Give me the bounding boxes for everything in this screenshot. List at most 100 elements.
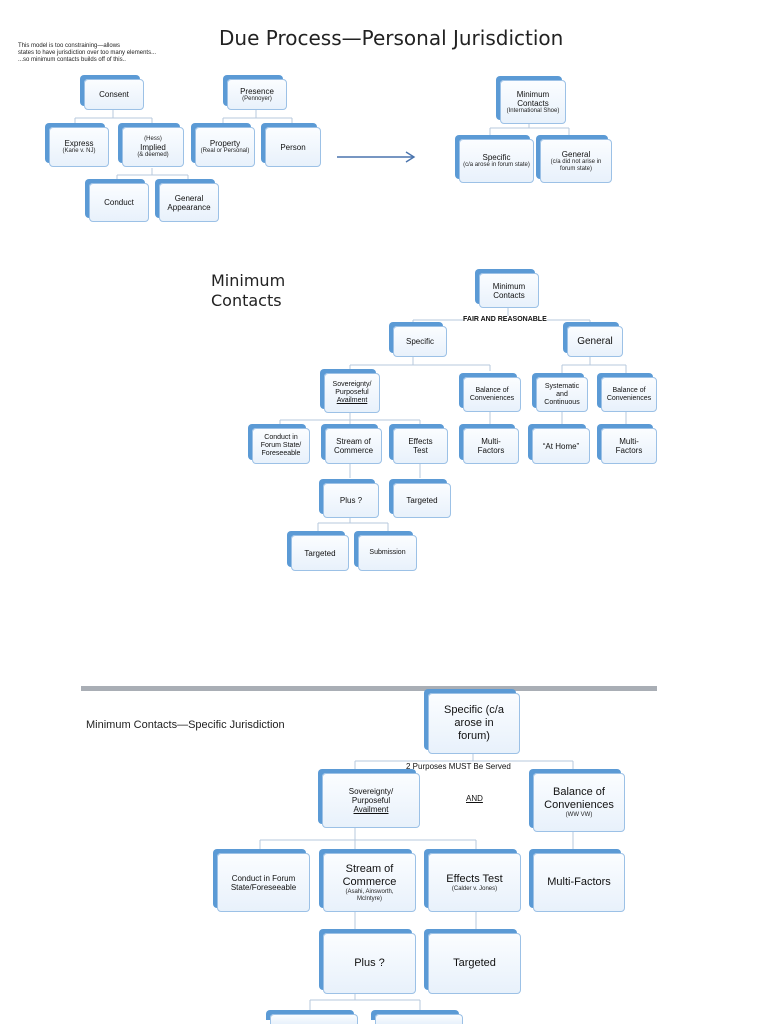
- box-implied: (Hess) Implied (& deemed): [122, 127, 184, 167]
- box-stream-commerce: Stream of Commerce (Asahi, Ainsworth, Mc…: [323, 853, 416, 912]
- box-label: Purposeful: [335, 389, 369, 396]
- box-general-appearance: General Appearance: [159, 183, 219, 222]
- box-label: Availment: [336, 397, 368, 404]
- box-label: Factors: [615, 446, 643, 455]
- box-label: Contacts: [493, 290, 525, 300]
- fair-reasonable-label: FAIR AND REASONABLE: [463, 316, 547, 323]
- box-partial-left: [270, 1014, 358, 1024]
- box-sublabel: McIntyre): [356, 895, 382, 902]
- box-property: Property (Real or Personal): [195, 127, 255, 167]
- box-sublabel: (Kane v. NJ): [62, 148, 96, 154]
- box-effects-test: Effects Test: [393, 428, 448, 464]
- box-conduct-forum: Conduct in Forum State/ Foreseeable: [252, 428, 310, 464]
- box-label: Multi-Factors: [547, 876, 611, 888]
- note-line: ...so minimum contacts builds off of thi…: [18, 57, 126, 63]
- box-label: Person: [280, 142, 306, 152]
- box-label: Property: [209, 139, 241, 148]
- box-sublabel: (c/a arose in forum state): [463, 162, 530, 168]
- section-title-line: Contacts: [211, 291, 282, 310]
- box-effects-test: Effects Test (Calder v. Jones): [428, 853, 521, 912]
- box-label: Specific: [405, 337, 434, 346]
- and-label: AND: [466, 794, 483, 803]
- box-label: Balance of: [553, 786, 605, 798]
- box-label: Submission: [369, 549, 406, 556]
- box-balance: Balance of Conveniences (WW VW): [533, 773, 625, 832]
- box-label: Balance of: [475, 386, 509, 394]
- box-systematic: Systematic and Continuous: [536, 377, 588, 412]
- box-label: State/Foreseeable: [230, 882, 297, 892]
- box-balance-general: Balance of Conveniences: [601, 377, 657, 412]
- box-label: Commerce: [342, 875, 397, 888]
- box-consent: Consent: [84, 79, 144, 110]
- box-label: Express: [64, 139, 94, 148]
- box-at-home: “At Home”: [532, 428, 590, 464]
- arrow-right-icon: [337, 151, 416, 163]
- box-label: General: [577, 336, 613, 347]
- box-label: Targeted: [304, 548, 336, 558]
- box-plus: Plus ?: [323, 483, 379, 518]
- side-note: This model is too constraining—allows st…: [18, 43, 208, 64]
- box-label: Foreseeable: [261, 450, 301, 457]
- box-label: Factors: [477, 446, 505, 455]
- box-stream-commerce: Stream of Commerce: [325, 428, 382, 464]
- box-label: Forum State/: [260, 442, 302, 449]
- box-label: arose in: [454, 717, 494, 729]
- box-label: Sovereignty/: [348, 787, 394, 796]
- box-label: Specific: [482, 153, 511, 162]
- box-label: General: [174, 193, 204, 203]
- box-balance: Balance of Conveniences: [463, 377, 521, 412]
- box-label: Stream of: [345, 862, 394, 875]
- box-label: Sovereignty/: [332, 381, 372, 388]
- box-person: Person: [265, 127, 321, 167]
- box-multi-factors: Multi-Factors: [533, 853, 625, 912]
- box-label: General: [561, 149, 591, 159]
- box-label: “At Home”: [542, 441, 580, 451]
- note-line: states to have jurisdiction over too man…: [18, 50, 157, 56]
- box-label: Conveniences: [544, 799, 614, 811]
- box-sublabel: (& deemed): [137, 151, 169, 158]
- box-label: Effects Test: [446, 872, 503, 885]
- box-sublabel: (Calder v. Jones): [451, 885, 498, 892]
- box-sublabel: (Asahi, Ainsworth,: [345, 888, 394, 895]
- box-label: Balance of: [612, 386, 646, 394]
- box-label: Presence: [240, 86, 274, 96]
- box-label: Minimum: [492, 281, 526, 291]
- box-sovereignty: Sovereignty/ Purposeful Availment: [324, 373, 380, 413]
- box-label: Conduct in Forum: [231, 873, 296, 883]
- box-label: Commerce: [333, 446, 374, 455]
- box-plus: Plus ?: [323, 933, 416, 994]
- box-label: Consent: [99, 90, 129, 99]
- page-title: Due Process—Personal Jurisdiction: [219, 26, 564, 50]
- box-label: Multi-: [619, 437, 639, 446]
- box-targeted-plus: Targeted: [291, 535, 349, 571]
- note-line: This model is too constraining—allows: [18, 43, 121, 49]
- box-label: Conduct: [104, 198, 134, 207]
- box-sublabel: (WW VW): [565, 812, 593, 818]
- box-sublabel: forum state): [559, 165, 592, 172]
- box-sublabel: (Pennoyer): [242, 95, 272, 102]
- box-targeted: Targeted: [428, 933, 521, 994]
- box-label: Minimum: [516, 89, 550, 99]
- box-label: Conveniences: [606, 394, 652, 402]
- box-minimum-contacts: Minimum Contacts: [479, 273, 539, 308]
- box-label: Continuous: [544, 398, 580, 406]
- section-title: Minimum Contacts—Specific Jurisdiction: [86, 719, 285, 731]
- box-label: Plus ?: [339, 496, 363, 505]
- box-sublabel: (International Shoe): [506, 107, 560, 114]
- box-targeted: Targeted: [393, 483, 451, 518]
- box-label: Specific (c/a: [444, 704, 504, 716]
- box-label: Targeted: [406, 496, 438, 505]
- box-presence: Presence (Pennoyer): [227, 79, 287, 110]
- box-label: Implied: [140, 142, 166, 152]
- box-label: Availment: [353, 805, 389, 814]
- box-label: Targeted: [453, 957, 496, 969]
- box-label: Appearance: [167, 202, 211, 212]
- box-partial-right: [375, 1014, 463, 1024]
- box-label: and: [556, 390, 568, 398]
- box-express: Express (Kane v. NJ): [49, 127, 109, 167]
- box-label: Contacts: [517, 98, 549, 108]
- box-label: Conduct in: [264, 434, 298, 441]
- box-sublabel: (Real or Personal): [200, 148, 250, 154]
- box-sovereignty: Sovereignty/ Purposeful Availment: [322, 773, 420, 828]
- box-label: Systematic: [544, 382, 580, 390]
